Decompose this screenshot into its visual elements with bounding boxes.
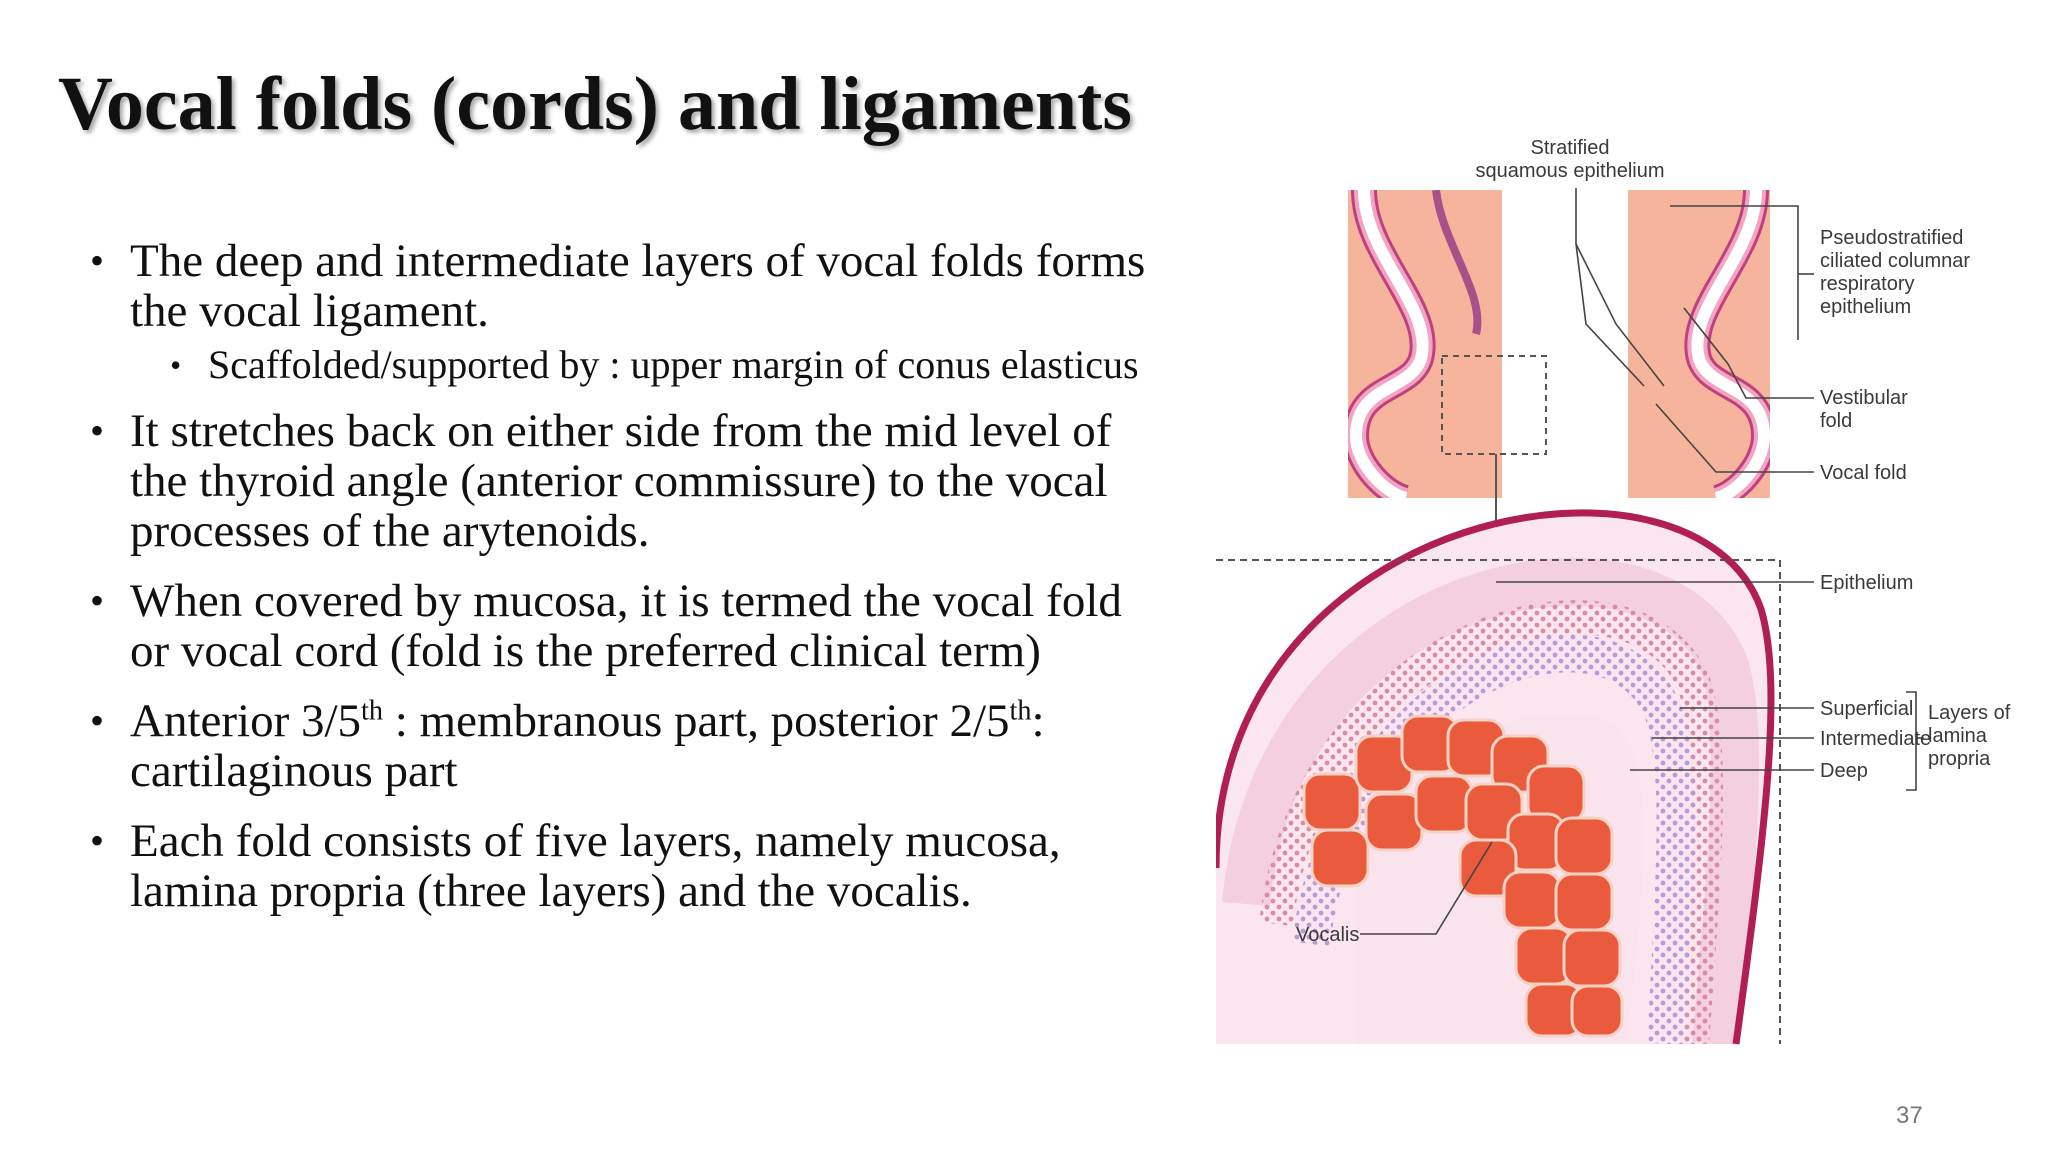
bullet-text: When covered by mucosa, it is termed the… xyxy=(130,575,1122,677)
bullet-item: Anterior 3/5th : membranous part, poster… xyxy=(78,696,1168,796)
label-pseudostratified-3: respiratory xyxy=(1820,273,1914,295)
label-pseudostratified-4: epithelium xyxy=(1820,296,1911,318)
vocalis-muscle-bundles xyxy=(1302,714,1624,1038)
label-superficial: Superficial xyxy=(1820,698,1913,720)
diagram-labels: Stratified squamous epithelium Pseudostr… xyxy=(1296,137,2011,946)
label-pseudostratified-1: Pseudostratified xyxy=(1820,227,1963,249)
bullet-text: It stretches back on either side from th… xyxy=(130,405,1112,557)
sub-bullet-item: Scaffolded/supported by : upper margin o… xyxy=(130,344,1168,387)
lamina-propria-illustration xyxy=(1216,509,1781,1045)
label-pseudostratified-2: ciliated columnar xyxy=(1820,250,1970,272)
bullet-item: The deep and intermediate layers of voca… xyxy=(78,236,1168,386)
bullet-list: The deep and intermediate layers of voca… xyxy=(78,236,1168,936)
label-deep: Deep xyxy=(1820,760,1868,782)
label-vestibular-1: Vestibular xyxy=(1820,387,1908,409)
page-number: 37 xyxy=(1896,1102,1923,1129)
label-epithelium: Epithelium xyxy=(1820,572,1913,594)
bullet-text-part: Anterior 3/5 xyxy=(130,695,362,747)
bullet-text-part: : membranous part, posterior 2/5 xyxy=(382,695,1010,747)
superscript: th xyxy=(1009,695,1032,727)
label-leader-lines xyxy=(1360,188,1924,935)
label-stratified-1: Stratified xyxy=(1531,137,1610,159)
bullet-item: Each fold consists of five layers, namel… xyxy=(78,816,1168,916)
bullet-text: The deep and intermediate layers of voca… xyxy=(130,235,1146,337)
bullet-text: Each fold consists of five layers, namel… xyxy=(130,815,1061,917)
superscript: th xyxy=(361,695,383,727)
label-layers-3: propria xyxy=(1928,748,1991,770)
label-layers-2: lamina xyxy=(1928,725,1988,747)
vocal-fold-diagram: Stratified squamous epithelium Pseudostr… xyxy=(1216,124,2046,1054)
label-vestibular-2: fold xyxy=(1820,410,1852,432)
coronal-section-illustration xyxy=(1348,190,1770,558)
label-vocal-fold: Vocal fold xyxy=(1820,462,1907,484)
label-layers-1: Layers of xyxy=(1928,702,2011,724)
sub-bullet-list: Scaffolded/supported by : upper margin o… xyxy=(130,344,1168,387)
bullet-item: It stretches back on either side from th… xyxy=(78,406,1168,556)
bullet-item: When covered by mucosa, it is termed the… xyxy=(78,576,1168,676)
slide-title: Vocal folds (cords) and ligaments xyxy=(58,62,1132,146)
label-stratified-2: squamous epithelium xyxy=(1476,160,1665,182)
label-intermediate: Intermediate xyxy=(1820,728,1931,750)
bullet-text-part: : cartilaginous part xyxy=(130,695,1045,797)
label-vocalis: Vocalis xyxy=(1296,924,1359,946)
